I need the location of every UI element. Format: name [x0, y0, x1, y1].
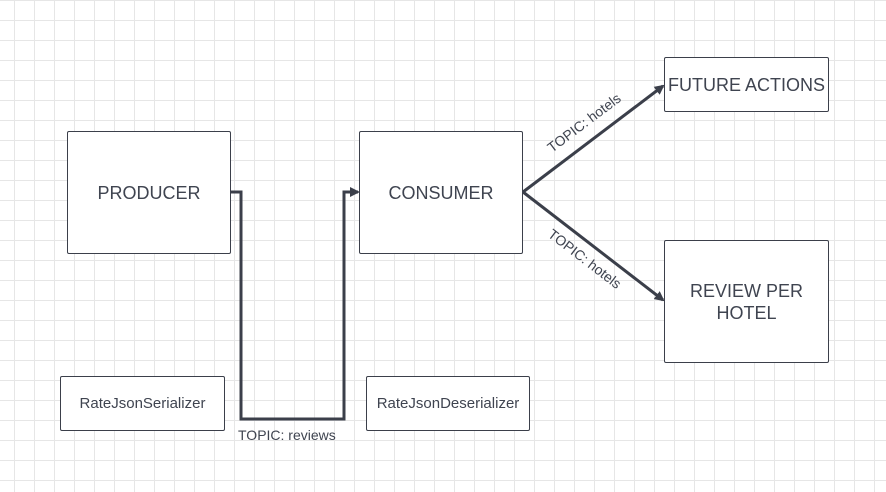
producer-label: PRODUCER — [97, 182, 201, 203]
review-per-hotel-label: REVIEW PER HOTEL — [689, 280, 804, 323]
future-actions-label: FUTURE ACTIONS — [667, 74, 825, 95]
consumer-node[interactable]: CONSUMER — [359, 131, 523, 254]
producer-node[interactable]: PRODUCER — [67, 131, 231, 254]
serializer-label: RateJsonSerializer — [79, 395, 206, 412]
deserializer-label: RateJsonDeserializer — [376, 395, 520, 412]
serializer-node[interactable]: RateJsonSerializer — [60, 376, 225, 431]
edge-consumer-to-future-actions[interactable] — [522, 84, 665, 194]
edge-label-hotels-down: TOPIC: hotels — [545, 226, 624, 292]
future-actions-node[interactable]: FUTURE ACTIONS — [664, 57, 829, 112]
consumer-label: CONSUMER — [388, 182, 494, 203]
edge-producer-to-consumer[interactable] — [231, 187, 360, 421]
review-per-hotel-node[interactable]: REVIEW PER HOTEL — [664, 240, 829, 363]
edge-consumer-to-review-per-hotel[interactable] — [522, 190, 665, 302]
deserializer-node[interactable]: RateJsonDeserializer — [366, 376, 530, 431]
edge-label-reviews: TOPIC: reviews — [238, 427, 336, 443]
